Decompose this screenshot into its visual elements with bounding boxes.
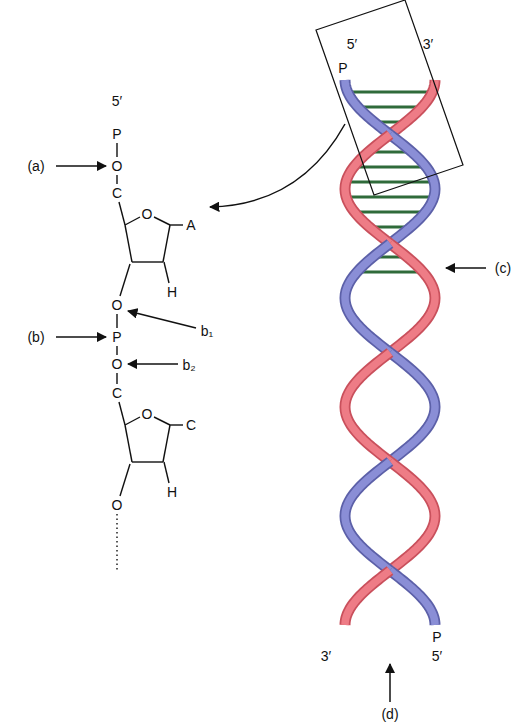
callout-letter: (c) — [494, 260, 512, 276]
atom-label: P — [111, 329, 122, 345]
bond — [119, 402, 125, 425]
atom-label: P — [111, 126, 122, 142]
base-pair — [362, 106, 418, 109]
bond — [116, 314, 117, 328]
base-pair — [350, 181, 430, 184]
bond — [119, 202, 125, 225]
red-strand — [345, 353, 390, 462]
bond — [170, 224, 183, 225]
pointer-arrow — [56, 336, 106, 338]
callout-letter: b₁ — [200, 323, 215, 339]
end-label: 3′ — [320, 648, 332, 664]
base-pair — [358, 166, 423, 169]
bond — [163, 225, 170, 262]
bond — [132, 461, 163, 462]
blue-strand — [390, 135, 435, 244]
phosphate-label: P — [337, 60, 348, 76]
base-pair — [359, 211, 422, 214]
red-strand — [390, 462, 435, 571]
bond — [164, 462, 169, 483]
pointer-arrow — [389, 664, 391, 702]
chain-continuation — [116, 514, 117, 572]
bond — [120, 264, 130, 296]
blue-strand — [345, 244, 390, 353]
blue-strand — [390, 353, 435, 462]
bond — [125, 425, 132, 462]
red-strand — [345, 571, 390, 626]
atom-label: O — [141, 406, 154, 422]
red-strand — [390, 80, 435, 135]
blue-strand — [345, 244, 390, 353]
red-strand — [390, 80, 435, 135]
magnify-arrow — [210, 124, 345, 207]
blue-strand — [345, 80, 390, 135]
blue-strand — [390, 353, 435, 462]
bond — [125, 217, 140, 225]
red-strand — [345, 353, 390, 462]
bond — [163, 425, 170, 462]
red-strand — [390, 462, 435, 571]
pointer-arrow — [128, 311, 196, 328]
base-pair — [352, 91, 429, 94]
callout-letter: (d) — [380, 706, 399, 722]
callout-letter: (b) — [26, 329, 45, 345]
atom-label: O — [111, 497, 124, 513]
atom-label: O — [111, 297, 124, 313]
bond — [132, 261, 163, 262]
bond — [116, 175, 117, 184]
phosphate-label: P — [431, 629, 442, 645]
callout-letter: b₂ — [181, 357, 196, 373]
bond — [125, 417, 140, 425]
end-label: 5′ — [346, 36, 358, 52]
pointer-arrow — [56, 165, 106, 167]
blue-strand — [390, 135, 435, 244]
blue-strand — [390, 571, 435, 626]
end-label: 5′ — [431, 648, 443, 664]
bond — [120, 464, 130, 496]
atom-label: H — [166, 284, 178, 300]
atom-label: O — [111, 356, 124, 372]
bond — [116, 143, 117, 157]
red-strand — [345, 135, 390, 244]
callout-letter: (a) — [26, 158, 45, 174]
atom-label: C — [111, 385, 123, 401]
bond — [154, 417, 170, 425]
atom-label: H — [166, 484, 178, 500]
base-label: C — [185, 417, 197, 433]
double-helix — [345, 80, 435, 625]
blue-strand — [345, 462, 390, 571]
red-strand — [390, 244, 435, 353]
pointer-arrows — [56, 124, 486, 702]
end-label: 5′ — [111, 93, 123, 109]
bond — [125, 225, 132, 262]
red-strand — [345, 135, 390, 244]
blue-strand — [345, 462, 390, 571]
pointer-arrow — [128, 363, 178, 365]
bond — [164, 262, 169, 283]
nucleotide-bonds — [117, 143, 183, 572]
zoom-box — [316, 0, 463, 195]
red-strand — [345, 571, 390, 626]
end-label: 3′ — [422, 36, 434, 52]
red-strand — [390, 244, 435, 353]
bond — [116, 373, 117, 384]
base-pair — [361, 271, 419, 274]
pointer-arrow — [446, 267, 486, 269]
atom-label: O — [141, 206, 154, 222]
bond — [116, 346, 117, 355]
bond — [154, 217, 170, 225]
atom-label: O — [111, 158, 124, 174]
bond — [170, 424, 183, 425]
base-label: A — [185, 217, 196, 233]
base-pair — [350, 196, 430, 199]
blue-strand — [390, 571, 435, 626]
atom-label: C — [111, 185, 123, 201]
blue-strand — [345, 80, 390, 135]
